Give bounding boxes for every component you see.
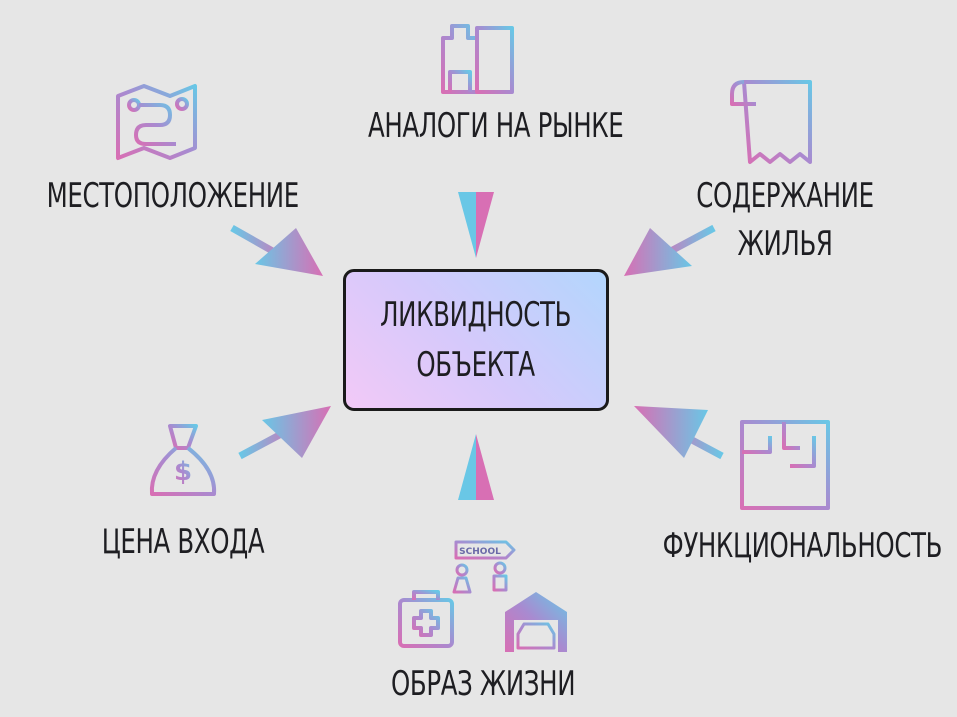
school-sign-text: SCHOOL (459, 547, 501, 557)
factor-label-upkeep-line2: ЖИЛЬЯ (737, 224, 833, 264)
arrow-top (458, 163, 494, 258)
arrow-top-right (624, 224, 716, 276)
map-route-icon (116, 84, 197, 160)
factor-label-lifestyle: ОБРАЗ ЖИЗНИ (391, 664, 576, 704)
city-buildings-icon (438, 24, 516, 94)
central-concept-box: ЛИКВИДНОСТЬ ОБЪЕКТА (343, 269, 609, 411)
factor-label-price: ЦЕНА ВХОДА (101, 522, 265, 562)
school-sign-icon (454, 540, 516, 602)
central-concept-line2: ОБЪЕКТА (416, 345, 536, 385)
document-scroll-icon (730, 80, 812, 164)
factor-label-function: ФУНКЦИОНАЛЬНОСТЬ (662, 526, 943, 566)
arrow-bottom (458, 434, 494, 524)
central-concept-line1: ЛИКВИДНОСТЬ (380, 295, 572, 335)
arrow-top-left (230, 224, 323, 276)
arrow-bottom-right (634, 406, 724, 460)
svg-text:$: $ (174, 457, 192, 487)
factor-label-upkeep: СОДЕРЖАНИЕ ЖИЛЬЯ (695, 172, 875, 268)
central-concept-label: ЛИКВИДНОСТЬ ОБЪЕКТА (381, 290, 572, 390)
floor-plan-icon (740, 420, 830, 510)
children-icon (452, 561, 508, 602)
first-aid-kit-icon (398, 590, 454, 648)
factor-label-upkeep-line1: СОДЕРЖАНИЕ (696, 176, 874, 216)
garage-car-icon (505, 592, 567, 652)
factor-label-market: АНАЛОГИ НА РЫНКЕ (368, 106, 624, 146)
factor-label-location: МЕСТОПОЛОЖЕНИЕ (46, 176, 300, 216)
arrow-bottom-left (238, 406, 331, 460)
money-bag-icon: $ (149, 424, 217, 496)
